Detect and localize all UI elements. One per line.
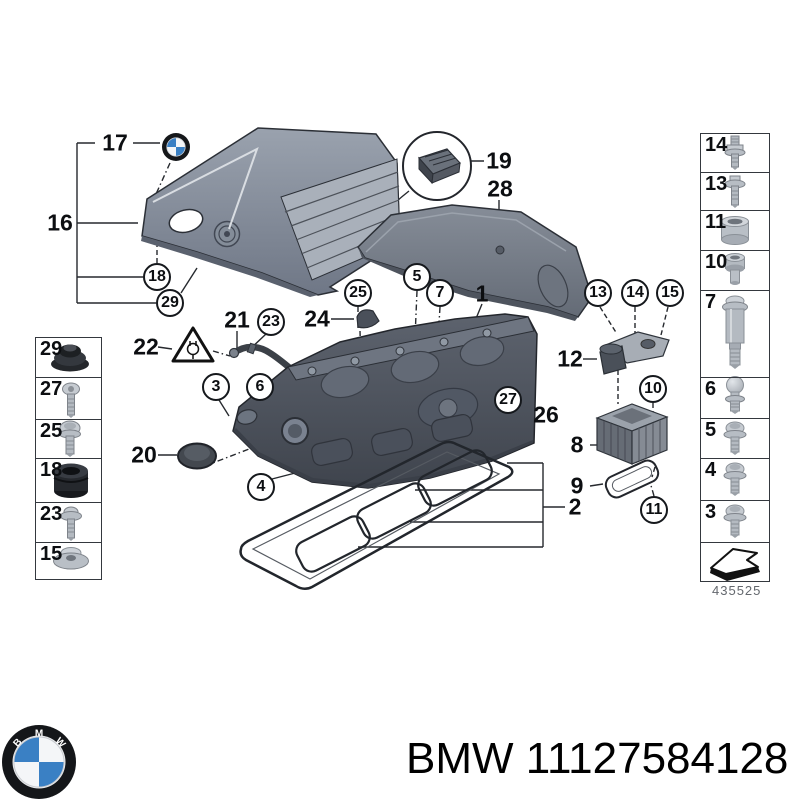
- part-ref-label: 27: [40, 378, 63, 400]
- parts-column-row-14: 14: [701, 134, 769, 173]
- callout-circle-27: 27: [494, 386, 522, 414]
- part-ref-label: 14: [705, 134, 728, 156]
- bmw-logo-letter: B: [11, 736, 25, 750]
- valve-cover-drawing: [232, 313, 538, 489]
- parts-right-column: 14 13 11 10 7 6 5 4 3: [700, 133, 770, 582]
- callout-circle-13: 13: [584, 279, 612, 307]
- direction-arrow-icon: [710, 548, 760, 581]
- warning-triangle-icon: [171, 326, 215, 363]
- part-ref-label: 5: [705, 419, 717, 441]
- callout-12: 12: [557, 345, 583, 372]
- parts-column-row-25: 25: [36, 420, 101, 459]
- parts-column-row-10: 10: [701, 251, 769, 291]
- bmw-logo-letter: M: [34, 728, 44, 740]
- part-ref-label: 4: [705, 459, 717, 481]
- bracket-assembly-drawing: [599, 331, 670, 375]
- callout-circle-6: 6: [246, 373, 274, 401]
- left-column-parts: [51, 344, 89, 570]
- parts-column-row-29: 29: [36, 338, 101, 378]
- callout-circle-11: 11: [640, 496, 668, 524]
- callout-20: 20: [131, 441, 157, 468]
- vent-hose-drawing: [228, 342, 295, 373]
- bmw-logo: [2, 725, 76, 799]
- part-ref-label: 18: [40, 459, 63, 481]
- part-ref-label: 23: [40, 503, 63, 525]
- callout-21: 21: [224, 306, 250, 333]
- parts-column-row-23: 23: [36, 503, 101, 543]
- part-ref-label: 25: [40, 420, 63, 442]
- parts-column-row-18: 18: [36, 459, 101, 503]
- parts-left-column: 29 27 25 18 23 15: [35, 337, 102, 580]
- callout-circle-4: 4: [247, 473, 275, 501]
- part-ref-label: 29: [40, 338, 63, 360]
- callout-circle-10: 10: [639, 375, 667, 403]
- callout-26: 26: [533, 401, 559, 428]
- parts-column-row-27: 27: [36, 378, 101, 420]
- parts-column-row-arrow: [701, 543, 769, 583]
- callout-2: 2: [568, 493, 582, 520]
- right-column-parts: [710, 135, 760, 581]
- profile-gasket-drawing: [604, 459, 660, 499]
- callout-1: 1: [475, 280, 489, 307]
- part-ref-label: 10: [705, 251, 728, 273]
- bmw-logo-letter: W: [52, 736, 68, 751]
- callout-8: 8: [570, 431, 584, 458]
- part-ref-label: 11: [705, 211, 727, 233]
- callout-circle-23: 23: [257, 308, 285, 336]
- parts-column-row-6: 6: [701, 378, 769, 419]
- oil-cap-drawing: [177, 442, 217, 470]
- callout-circle-7: 7: [426, 279, 454, 307]
- part-number-text: BMW 11127584128: [406, 734, 789, 783]
- callout-circle-25: 25: [344, 279, 372, 307]
- parts-column-row-13: 13: [701, 173, 769, 211]
- bmw-emblem-icon: [162, 133, 190, 161]
- callout-9: 9: [570, 472, 584, 499]
- parts-column-row-5: 5: [701, 419, 769, 459]
- callout-19: 19: [486, 147, 512, 174]
- cover-box-drawing: [595, 403, 669, 465]
- callout-22: 22: [133, 333, 159, 360]
- callout-circle-14: 14: [621, 279, 649, 307]
- part-ref-label: 15: [40, 543, 63, 565]
- parts-column-row-4: 4: [701, 459, 769, 501]
- part-ref-label: 13: [705, 173, 728, 195]
- membrane-valve-drawing: [356, 309, 380, 329]
- parts-column-row-11: 11: [701, 211, 769, 251]
- callout-circle-18: 18: [143, 263, 171, 291]
- parts-column-row-3: 3: [701, 501, 769, 543]
- part-ref-label: 3: [705, 501, 717, 523]
- part-ref-label: 7: [705, 291, 717, 313]
- callout-17: 17: [102, 129, 128, 156]
- parts-column-row-15: 15: [36, 543, 101, 581]
- callout-circle-3: 3: [202, 373, 230, 401]
- callout-24: 24: [304, 305, 330, 332]
- parts-column-row-7: 7: [701, 291, 769, 378]
- part-ref-label: 6: [705, 378, 717, 400]
- gasket-drawing: [239, 440, 514, 590]
- insulation-panel-drawing: [357, 204, 593, 321]
- callout-circle-29: 29: [156, 289, 184, 317]
- callout-circle-15: 15: [656, 279, 684, 307]
- callout-28: 28: [487, 175, 513, 202]
- diagram-plate-number: 435525: [712, 583, 762, 598]
- callout-16: 16: [47, 209, 73, 236]
- connector-balloon-drawing: [402, 131, 472, 201]
